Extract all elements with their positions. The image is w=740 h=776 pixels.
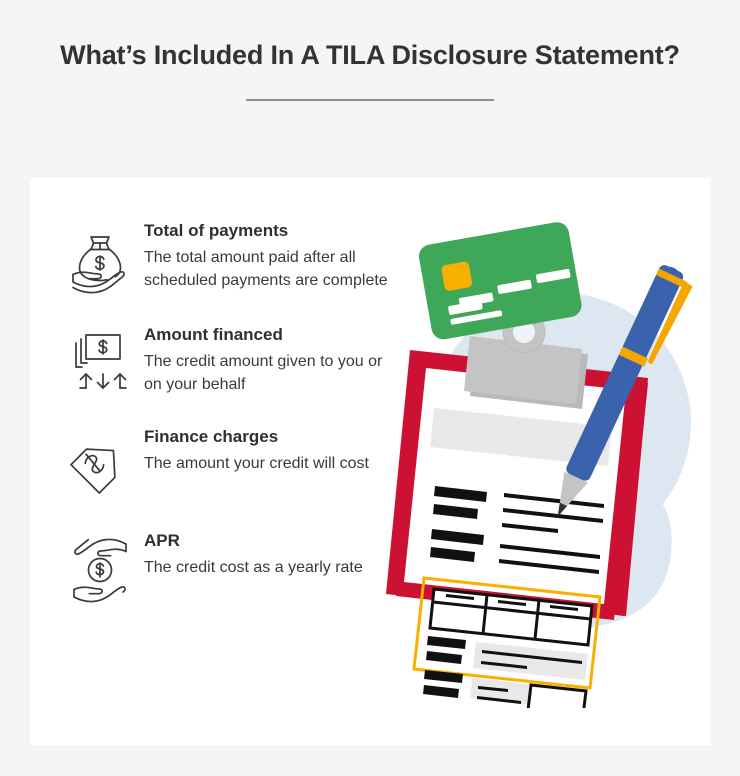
tila-disclosure-illustration (386, 208, 706, 718)
list-item-text: Amount financed The credit amount given … (138, 324, 402, 396)
list-item-description: The credit amount given to you or on you… (144, 352, 383, 393)
list-item-description: The credit cost as a yearly rate (144, 558, 363, 576)
title-divider (246, 98, 494, 101)
list-item-title: Amount financed (144, 325, 283, 344)
title-block: What’s Included In A TILA Disclosure Sta… (0, 38, 740, 101)
pen (557, 265, 693, 518)
list-item-title: Total of payments (144, 221, 289, 240)
list-item-title: Finance charges (144, 427, 279, 446)
list-item-text: Total of payments The total amount paid … (138, 220, 402, 292)
list-item: Total of payments The total amount paid … (62, 220, 402, 296)
list-item: Amount financed The credit amount given … (62, 324, 402, 396)
list-item-text: Finance charges The amount your credit w… (138, 426, 402, 475)
content-card: Total of payments The total amount paid … (30, 178, 710, 745)
list-item-description: The amount your credit will cost (144, 454, 369, 472)
page-title: What’s Included In A TILA Disclosure Sta… (60, 40, 680, 70)
credit-card (418, 222, 582, 340)
list-item-description: The total amount paid after all schedule… (144, 248, 388, 289)
list-item-title: APR (144, 531, 180, 550)
money-bag-in-hand-icon (62, 220, 138, 296)
feature-list: Total of payments The total amount paid … (62, 220, 402, 606)
stacked-bills-arrows-icon (62, 324, 138, 396)
price-tag-dollar-icon (62, 426, 138, 498)
list-item-text: APR The credit cost as a yearly rate (138, 530, 402, 579)
list-item: Finance charges The amount your credit w… (62, 426, 402, 498)
hands-holding-coin-icon (62, 530, 138, 606)
list-item: APR The credit cost as a yearly rate (62, 530, 402, 606)
